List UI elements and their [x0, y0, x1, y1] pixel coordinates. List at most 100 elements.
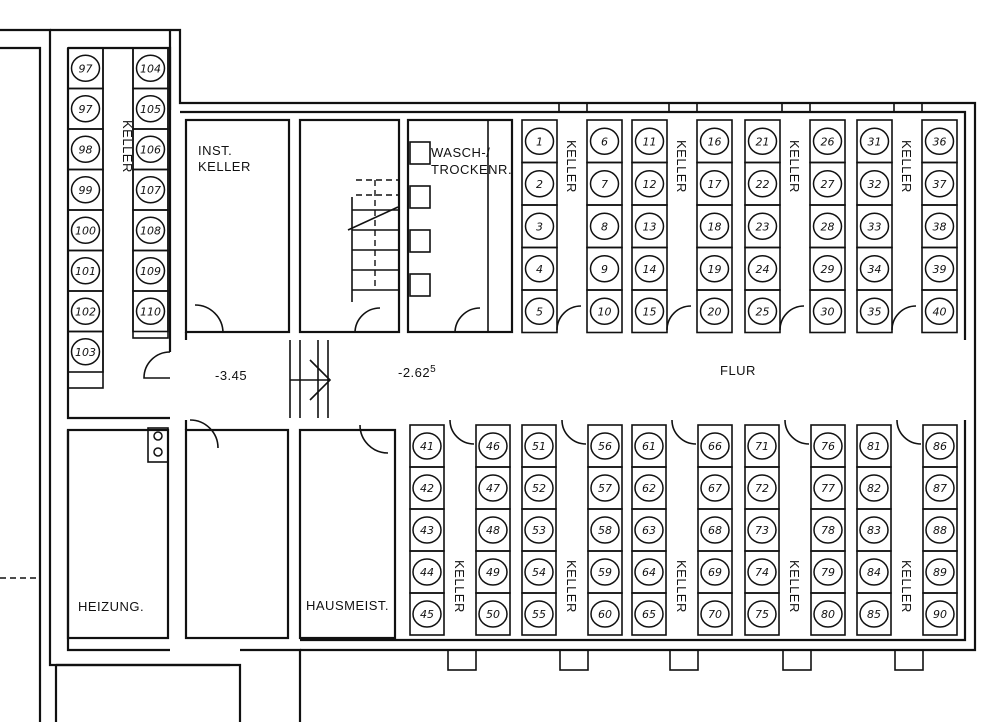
cell-number: 5 [536, 305, 543, 318]
cell-number-circle [590, 432, 620, 460]
storage-cell: 29 [809, 246, 846, 291]
cell-number: 35 [868, 305, 882, 318]
storage-cell: 11 [631, 119, 668, 164]
cell-number-circle [524, 255, 555, 283]
cell-number-circle [412, 558, 442, 586]
cell-number-circle [524, 170, 555, 198]
cell-number-circle [747, 516, 777, 544]
storage-cell: 24 [744, 246, 781, 291]
cell-number: 78 [821, 524, 835, 537]
room-label-keller: KELLER [674, 560, 689, 613]
storage-cell: 44 [409, 550, 445, 594]
cell-number-circle [859, 558, 889, 586]
storage-cell-outline [922, 592, 958, 636]
cell-number: 109 [140, 265, 161, 278]
cell-number-circle [634, 127, 665, 155]
cell-number: 98 [79, 143, 93, 156]
cell-number-circle [634, 600, 664, 628]
storage-cell: 98 [67, 128, 104, 171]
storage-cell: 39 [921, 246, 958, 291]
storage-cell-outline [697, 592, 733, 636]
cell-number-circle [747, 127, 778, 155]
cell-number: 37 [933, 178, 947, 191]
cell-number: 79 [821, 566, 835, 579]
cell-number-circle [524, 474, 554, 502]
storage-cell: 42 [409, 466, 445, 510]
door-arc [891, 305, 917, 331]
cell-number-circle [412, 600, 442, 628]
storage-cell: 73 [744, 508, 780, 552]
storage-cell: 17 [696, 161, 733, 206]
cell-number: 26 [821, 135, 835, 148]
cell-number-circle [590, 558, 620, 586]
cell-number-circle [924, 127, 955, 155]
cell-number: 72 [755, 482, 769, 495]
cell-number-circle [634, 558, 664, 586]
cell-number: 10 [598, 305, 612, 318]
door-arc [556, 305, 582, 331]
room-label-keller: KELLER [787, 560, 802, 613]
light-well [559, 649, 589, 671]
storage-cell: 52 [521, 466, 557, 510]
cell-number-circle [70, 216, 101, 244]
level-center-sup: 5 [430, 364, 436, 375]
cell-number-circle [924, 297, 955, 325]
cell-number: 99 [79, 184, 93, 197]
cell-number-circle [747, 212, 778, 240]
storage-cell: 62 [631, 466, 667, 510]
cell-number: 9 [601, 263, 608, 276]
cell-number: 20 [708, 305, 722, 318]
cell-number-circle [70, 257, 101, 285]
cell-number: 40 [933, 305, 947, 318]
cell-number-circle [589, 255, 620, 283]
storage-cell: 67 [697, 466, 733, 510]
cell-number-circle [634, 474, 664, 502]
cell-number: 76 [821, 440, 835, 453]
cell-number-circle [747, 255, 778, 283]
storage-cell: 106 [132, 128, 169, 171]
cell-number: 43 [420, 524, 434, 537]
storage-cell: 36 [921, 119, 958, 164]
cell-number: 71 [755, 440, 769, 453]
cell-number: 51 [532, 440, 546, 453]
cell-number-circle [70, 176, 101, 204]
cell-number-circle [813, 516, 843, 544]
cell-number-circle [135, 54, 166, 82]
cell-number-circle [813, 558, 843, 586]
storage-cell: 19 [696, 246, 733, 291]
storage-cell: 56 [587, 424, 623, 468]
storage-cell: 65 [631, 592, 667, 636]
storage-cell-outline [696, 289, 733, 334]
storage-cell: 82 [856, 466, 892, 510]
cell-number-circle [859, 516, 889, 544]
window [893, 102, 923, 113]
storage-cell: 35 [856, 289, 893, 334]
storage-cell: 5 [521, 289, 558, 334]
storage-cell: 101 [67, 249, 104, 292]
storage-cell: 72 [744, 466, 780, 510]
cell-number-circle [589, 297, 620, 325]
storage-cell: 109 [132, 249, 169, 292]
cell-number: 67 [708, 482, 722, 495]
cell-number: 34 [868, 263, 882, 276]
storage-cell: 104 [132, 47, 169, 90]
storage-cell: 49 [475, 550, 511, 594]
cell-number-circle [524, 558, 554, 586]
cell-number-circle [813, 432, 843, 460]
cell-number: 56 [598, 440, 612, 453]
storage-cell: 30 [809, 289, 846, 334]
cell-number-circle [700, 474, 730, 502]
storage-cell: 48 [475, 508, 511, 552]
storage-cell: 2 [521, 161, 558, 206]
cell-number-circle [70, 135, 101, 163]
cell-number-circle [135, 216, 166, 244]
storage-cell-outline [587, 592, 623, 636]
storage-cell: 64 [631, 550, 667, 594]
cell-number-circle [924, 170, 955, 198]
cell-number: 89 [933, 566, 947, 579]
storage-cell-outline [586, 289, 623, 334]
cell-number: 32 [868, 178, 882, 191]
cell-number: 33 [868, 220, 882, 233]
